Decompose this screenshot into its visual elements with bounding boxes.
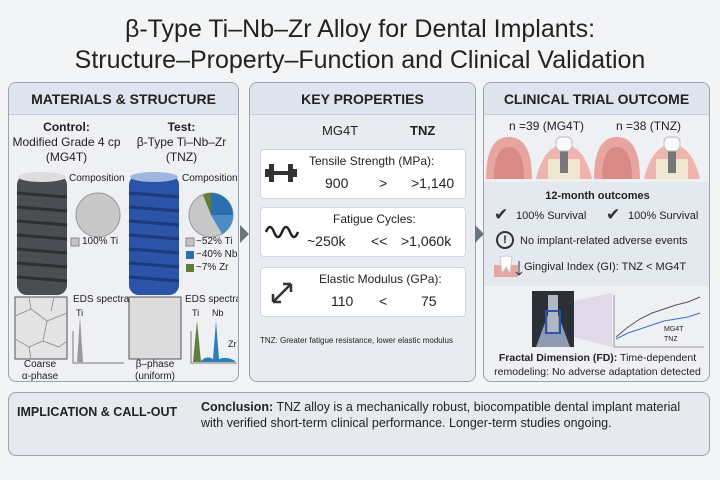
adverse-events: No implant-related adverse events — [520, 235, 688, 247]
flow-arrow-icon-2 — [475, 225, 484, 243]
fd-graphics — [532, 291, 704, 348]
dumbbell-icon — [265, 164, 297, 182]
control-name: Modified Grade 4 cp — [12, 135, 121, 149]
test-eds-chart — [190, 321, 237, 364]
control-label: Control: Modified Grade 4 cp (MG4T) — [9, 120, 124, 165]
test-peak-zr: Zr — [228, 339, 237, 349]
jaw-icon-2 — [594, 137, 640, 179]
control-eds-chart — [72, 316, 124, 364]
no-adverse-icon: ! — [496, 231, 514, 249]
conclusion-line2: with verified short-term clinical perfor… — [201, 416, 612, 430]
control-abbr: (MG4T) — [45, 150, 88, 164]
test-eds-title: EDS spectra — [185, 294, 239, 305]
column-mg4t: MG4T — [322, 123, 359, 138]
control-eds-title: EDS spectra — [73, 294, 130, 305]
beta-microstructure — [128, 296, 182, 360]
control-implant-icon — [16, 172, 68, 295]
check-icon-2: ✔ — [606, 205, 621, 224]
control-composition-title: Composition — [69, 173, 125, 184]
title-line-2: Structure–Property–Function and Clinical… — [74, 46, 646, 74]
control-title: Control: — [43, 120, 90, 134]
test-phase-line1: β–phase — [135, 359, 175, 370]
tensile-label: Tensile Strength (MPa): — [309, 154, 435, 168]
test-label: Test: β-Type Ti–Nb–Zr (TNZ) — [124, 120, 238, 165]
modulus-op: < — [379, 293, 388, 309]
dental-illustrations — [486, 136, 700, 179]
clinical-panel: CLINICAL TRIAL OUTCOME n =39 (MG4T) n =3… — [483, 82, 710, 382]
fd-caption-text: Time-dependent — [617, 352, 697, 364]
gingival-index: Gingival Index (GI): TNZ < MG4T — [524, 261, 687, 273]
tooth-icon — [494, 255, 522, 277]
alpha-microstructure — [14, 296, 68, 360]
test-abbr: (TNZ) — [165, 150, 198, 164]
flow-arrow-icon — [240, 225, 249, 243]
test-peak-ti: Ti — [192, 308, 200, 318]
tensile-mg4t: 900 — [325, 175, 349, 191]
test-legend-zr: ~7% Zr — [196, 262, 229, 273]
properties-header: KEY PROPERTIES — [250, 83, 475, 115]
modulus-label: Elastic Modulus (GPa): — [319, 272, 442, 286]
materials-header: MATERIALS & STRUCTURE — [9, 83, 238, 115]
test-implant-icon — [128, 172, 180, 295]
fatigue-op: << — [371, 233, 388, 249]
wave-icon — [265, 225, 299, 239]
test-pie-chart — [188, 192, 234, 238]
modulus-tnz: 75 — [421, 293, 437, 309]
test-legend-nb: ~40% Nb — [196, 249, 238, 260]
double-arrow-icon — [271, 282, 293, 304]
materials-graphics — [14, 172, 237, 364]
column-tnz: TNZ — [410, 123, 436, 138]
test-legend-ti: ~52% Ti — [196, 236, 233, 247]
fd-legend-tnz: TNZ — [664, 336, 678, 343]
jaw-icon — [486, 137, 532, 179]
implant-crown-icon — [536, 136, 592, 179]
n-mg4t: n =39 (MG4T) — [509, 119, 585, 133]
test-title: Test: — [167, 120, 196, 134]
properties-panel: KEY PROPERTIES MG4T TNZ Tensile Strength… — [249, 82, 476, 382]
check-icon: ✔ — [494, 205, 509, 224]
implication-box: IMPLICATION & CALL-OUT Conclusion: TNZ a… — [8, 392, 710, 456]
implant-crown-icon-2 — [644, 136, 700, 179]
fd-legend-mg4t: MG4T — [664, 326, 684, 333]
conclusion-line1: TNZ alloy is a mechanically robust, bioc… — [273, 400, 681, 414]
conclusion-text: Conclusion: TNZ alloy is a mechanically … — [201, 399, 705, 431]
fd-caption-line2: remodeling: No adverse adaptation detect… — [494, 366, 701, 378]
fd-line-chart — [613, 295, 704, 348]
test-phase-label: β–phase(uniform) — [125, 359, 185, 382]
clinical-header: CLINICAL TRIAL OUTCOME — [484, 83, 709, 115]
properties-note: TNZ: Greater fatigue resistance, lower e… — [260, 336, 453, 345]
control-peak-ti: Ti — [76, 308, 84, 318]
fd-caption: Fractal Dimension (FD): Time-dependent — [484, 352, 709, 365]
conclusion-bold: Conclusion: — [201, 400, 274, 414]
control-pie-chart — [75, 192, 121, 238]
fatigue-mg4t: ~250k — [307, 233, 346, 249]
test-composition-title: Composition — [182, 173, 238, 184]
property-modulus: Elastic Modulus (GPa): 110 < 75 — [260, 267, 466, 317]
n-tnz: n =38 (TNZ) — [616, 119, 682, 133]
xray-implant-icon — [532, 291, 574, 347]
tensile-op: > — [379, 175, 388, 191]
outcomes-section — [484, 182, 709, 286]
implication-label: IMPLICATION & CALL-OUT — [17, 405, 178, 419]
test-peak-nb: Nb — [212, 308, 224, 318]
survival-mg4t: 100% Survival — [516, 210, 587, 222]
tensile-tnz: >1,140 — [411, 175, 455, 191]
test-name: β-Type Ti–Nb–Zr — [136, 135, 227, 149]
property-fatigue: Fatigue Cycles: ~250k << >1,060k — [260, 207, 466, 257]
page-title: β-Type Ti–Nb–Zr Alloy for Dental Implant… — [0, 14, 720, 76]
test-phase-line2: (uniform) — [134, 371, 175, 382]
fatigue-tnz: >1,060k — [401, 233, 452, 249]
outcomes-title: 12-month outcomes — [545, 190, 650, 202]
property-tensile: Tensile Strength (MPa): 900 > >1,140 — [260, 149, 466, 199]
survival-tnz: 100% Survival — [628, 210, 699, 222]
control-phase-line2: α-phase — [21, 371, 59, 382]
fatigue-label: Fatigue Cycles: — [333, 212, 416, 226]
fd-caption-bold: Fractal Dimension (FD): — [498, 352, 618, 364]
title-line-1: β-Type Ti–Nb–Zr Alloy for Dental Implant… — [124, 15, 596, 43]
materials-panel: MATERIALS & STRUCTURE Control: Modified … — [8, 82, 239, 382]
control-phase-line1: Coarse — [23, 359, 57, 370]
control-legend-ti: 100% Ti — [82, 236, 119, 247]
modulus-mg4t: 110 — [331, 293, 354, 309]
